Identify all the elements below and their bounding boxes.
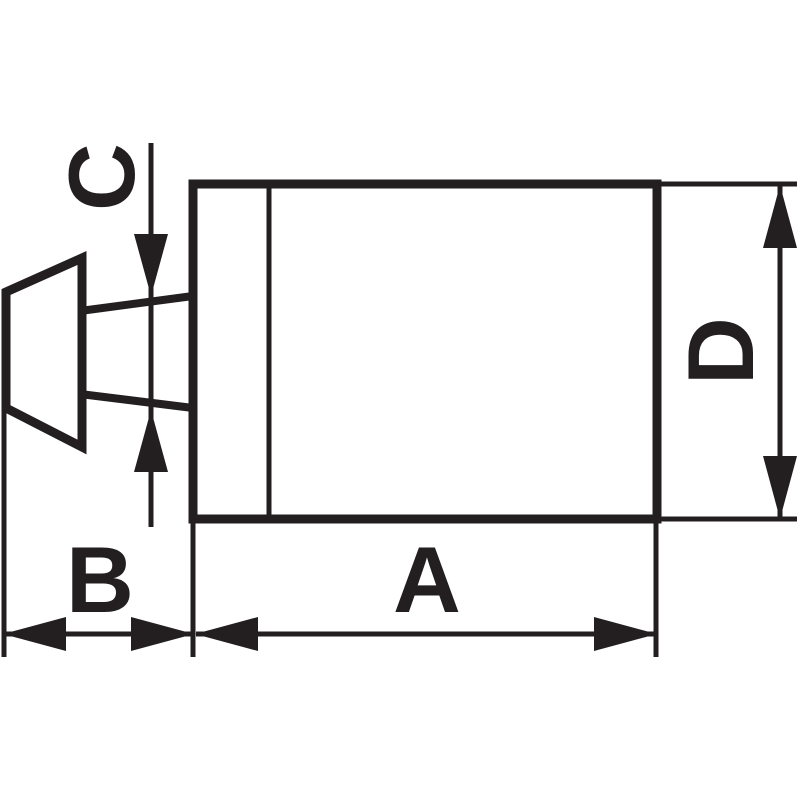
knob-polygon: [1, 251, 87, 455]
dimension-c: C: [49, 143, 168, 527]
dimension-d: D: [657, 181, 797, 522]
part-body-outline: [188, 179, 662, 524]
stem-top-edge: [79, 292, 194, 315]
a-dimension-label: A: [393, 527, 461, 632]
c-arrow-down-icon: [134, 234, 168, 296]
a-arrow-right-icon: [594, 617, 657, 651]
ink-stroke-group: C B A: [1, 143, 797, 657]
b-arrow-left-icon: [3, 617, 66, 651]
part-outline: [1, 179, 662, 524]
a-arrow-left-icon: [195, 617, 258, 651]
d-arrow-up-icon: [763, 185, 797, 248]
stem-bottom-edge: [79, 390, 194, 412]
c-arrow-up-icon: [134, 410, 168, 472]
c-dimension-label: C: [49, 143, 154, 211]
b-dimension-label: B: [66, 527, 134, 632]
b-arrow-right-icon: [131, 617, 194, 651]
dimension-b: B: [1, 410, 196, 657]
ink-fill-group: C B A: [1, 143, 797, 657]
d-arrow-down-icon: [763, 456, 797, 519]
d-dimension-label: D: [668, 317, 773, 385]
dimension-a: A: [195, 523, 659, 657]
